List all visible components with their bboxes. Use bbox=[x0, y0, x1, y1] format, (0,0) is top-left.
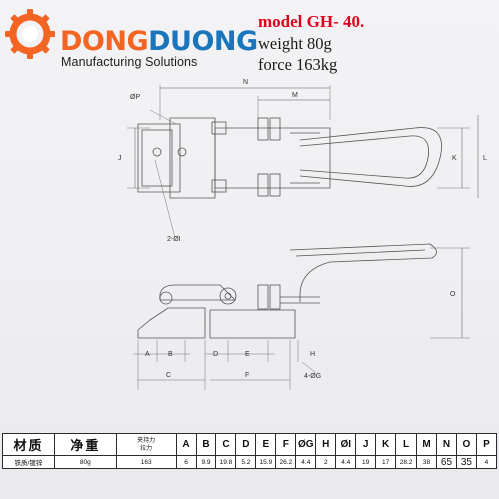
force-label: force 163kg bbox=[258, 55, 338, 74]
header-col: P bbox=[475, 433, 498, 456]
header-col: ØI bbox=[335, 433, 357, 456]
spec-table: 材质 净重 夹持力 拉力 A B C D E F ØG H ØI J K L M… bbox=[2, 433, 498, 469]
cell-value: 35 bbox=[455, 455, 477, 469]
cell-material: 铁质/镀锌 bbox=[2, 455, 55, 469]
dim-label-j: J bbox=[118, 155, 122, 162]
header-col: H bbox=[315, 433, 337, 456]
dim-label-2-oi: 2-ØI bbox=[167, 236, 181, 243]
header-col: O bbox=[455, 433, 477, 456]
side-view bbox=[133, 243, 470, 390]
dim-label-c: C bbox=[166, 372, 171, 379]
header-force-line1: 夹持力 bbox=[137, 437, 156, 444]
top-view bbox=[127, 85, 479, 239]
header-col: L bbox=[395, 433, 418, 456]
cell-value: 38 bbox=[416, 455, 437, 469]
header-net-weight: 净重 bbox=[53, 433, 117, 456]
header-col: K bbox=[375, 433, 397, 456]
cell-value: 26.2 bbox=[275, 455, 297, 469]
brand-name: DONGDUONG bbox=[60, 27, 258, 57]
cell-value: 4.4 bbox=[295, 455, 317, 469]
model-label: model GH- 40. bbox=[258, 12, 365, 31]
cell-value: 4.4 bbox=[335, 455, 357, 469]
header-force-line2: 拉力 bbox=[140, 445, 153, 452]
table-header-row: 材质 净重 夹持力 拉力 A B C D E F ØG H ØI J K L M… bbox=[2, 433, 498, 456]
cell-net-weight: 80g bbox=[53, 455, 117, 469]
cell-value: 6 bbox=[175, 455, 197, 469]
table-row: 铁质/镀锌 80g 163 6 9.9 19.8 5.2 15.9 26.2 4… bbox=[2, 455, 498, 469]
dim-label-op: ØP bbox=[130, 94, 140, 101]
cell-force: 163 bbox=[115, 455, 177, 469]
header-col: B bbox=[195, 433, 217, 456]
dim-label-h: H bbox=[310, 351, 315, 358]
dim-label-n: N bbox=[243, 79, 248, 86]
header-col: N bbox=[436, 433, 457, 456]
cell-value: 17 bbox=[375, 455, 397, 469]
header-col: E bbox=[255, 433, 277, 456]
header-col: C bbox=[215, 433, 237, 456]
cell-value: 19.8 bbox=[215, 455, 237, 469]
cell-value: 28.2 bbox=[395, 455, 418, 469]
gear-logo-icon bbox=[5, 9, 55, 59]
dim-label-e: E bbox=[245, 351, 250, 358]
cell-value: 2 bbox=[315, 455, 337, 469]
brand-name-part1: DONG bbox=[60, 26, 149, 57]
header-col: ØG bbox=[295, 433, 317, 456]
cell-value: 5.2 bbox=[235, 455, 257, 469]
cell-value: 19 bbox=[355, 455, 377, 469]
header-material: 材质 bbox=[2, 433, 55, 456]
dim-label-m: M bbox=[292, 92, 298, 99]
dim-label-o: O bbox=[450, 291, 456, 298]
header-col: F bbox=[275, 433, 297, 456]
dim-label-a: A bbox=[145, 351, 150, 358]
header-force: 夹持力 拉力 bbox=[115, 433, 177, 456]
dim-label-4-og: 4-ØG bbox=[304, 373, 321, 380]
dim-label-f: F bbox=[245, 372, 249, 379]
cell-value: 4 bbox=[475, 455, 498, 469]
brand-name-part2: DUONG bbox=[148, 26, 258, 57]
header-col: D bbox=[235, 433, 257, 456]
header-col: J bbox=[355, 433, 377, 456]
dim-label-b: B bbox=[168, 351, 173, 358]
cell-value: 15.9 bbox=[255, 455, 277, 469]
cell-value: 65 bbox=[436, 455, 457, 469]
technical-drawing: N M ØP J K L 2-ØI O H A B C D E F 4-ØG r bbox=[118, 79, 487, 390]
dim-label-l: L bbox=[483, 155, 487, 162]
cell-value: 9.9 bbox=[195, 455, 217, 469]
dim-label-k: K bbox=[452, 155, 457, 162]
brand-tagline: Manufacturing Solutions bbox=[61, 55, 198, 69]
weight-label: weight 80g bbox=[258, 34, 332, 53]
dim-label-d: D bbox=[213, 351, 218, 358]
header-col: A bbox=[175, 433, 197, 456]
header-col: M bbox=[416, 433, 437, 456]
